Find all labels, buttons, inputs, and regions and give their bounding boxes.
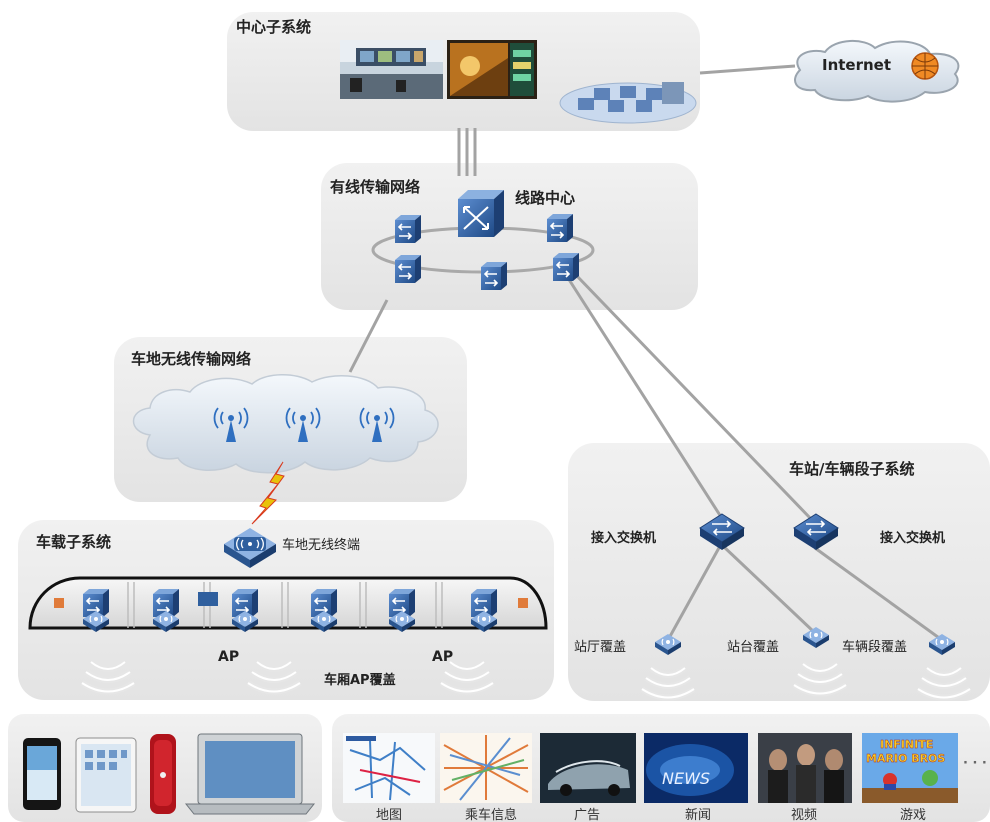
service-caption: 乘车信息 [464,808,517,822]
ring-switch-icon [394,214,422,244]
ring-switch-icon [552,252,580,282]
carriage-coverage-waves [441,662,493,692]
wireless-network-title: 车地无线传输网络 [131,350,252,368]
wireless-cloud [132,374,439,474]
access-switch-right-icon [793,513,839,550]
tablet-icon [75,737,137,813]
ap-label-left: AP [218,649,240,665]
station-subsystem-title: 车站/车辆段子系统 [789,460,915,478]
hall-coverage-label: 站厅覆盖 [574,640,627,655]
carriage-coverage-waves [82,662,134,692]
service-caption: 游戏 [899,808,926,822]
station-coverage-waves [794,664,846,694]
transit-info-thumbnail [440,733,532,803]
station-coverage-waves [642,668,694,698]
station-ap-icon [654,633,682,656]
center-subsystem-title: 中心子系统 [236,18,312,36]
service-caption: 广告 [573,808,600,822]
service-caption: 地图 [375,808,402,822]
ring-switch-icon [480,261,508,291]
network-links [348,64,943,642]
station-coverage-waves [918,668,970,698]
usb-modem-icon [150,734,176,814]
depot-coverage-label: 车辆段覆盖 [842,640,908,655]
ring-switch-icon [546,213,574,243]
ring-switch-icon [394,254,422,284]
advertisement-thumbnail [540,733,636,803]
game-thumbnail: INFINITE MARIO BROS [862,733,958,803]
service-caption: 视频 [790,808,817,822]
station-ap-icon [802,626,830,649]
internet-label: Internet [822,56,892,74]
server-cluster [559,82,697,124]
onboard-terminal-label: 车地无线终端 [282,538,361,553]
ap-label-right: AP [432,649,454,665]
access-switch-left-icon [699,513,745,550]
core-router [458,190,504,237]
svg-text:INFINITE: INFINITE [880,738,933,751]
display-screen-photo [447,40,537,99]
platform-coverage-label: 站台覆盖 [727,640,780,655]
wired-network-title: 有线传输网络 [330,178,421,196]
control-room-photo [340,40,443,99]
onboard-terminal-icon [224,528,276,568]
smartphone-icon [23,738,61,810]
access-switch-right-label: 接入交换机 [880,531,946,546]
line-center-label: 线路中心 [515,189,576,207]
svg-text:MARIO BROS: MARIO BROS [866,752,945,765]
carriage-coverage-waves [248,662,300,692]
wireless-link-bolt-icon [251,461,285,525]
more-services-ellipsis: · · · [963,756,987,771]
service-caption: 新闻 [684,808,711,822]
internet-cloud [794,40,960,103]
laptop-icon [184,733,316,815]
svg-text:NEWS: NEWS [662,769,710,788]
map-thumbnail [343,733,435,803]
station-ap-icon [928,633,956,656]
onboard-subsystem-title: 车载子系统 [36,533,112,551]
wired-network-panel [321,163,698,310]
carriage-ap-coverage-label: 车厢AP覆盖 [324,673,396,688]
news-thumbnail: NEWS [644,733,748,803]
video-thumbnail [758,733,852,803]
access-switch-left-label: 接入交换机 [591,531,657,546]
